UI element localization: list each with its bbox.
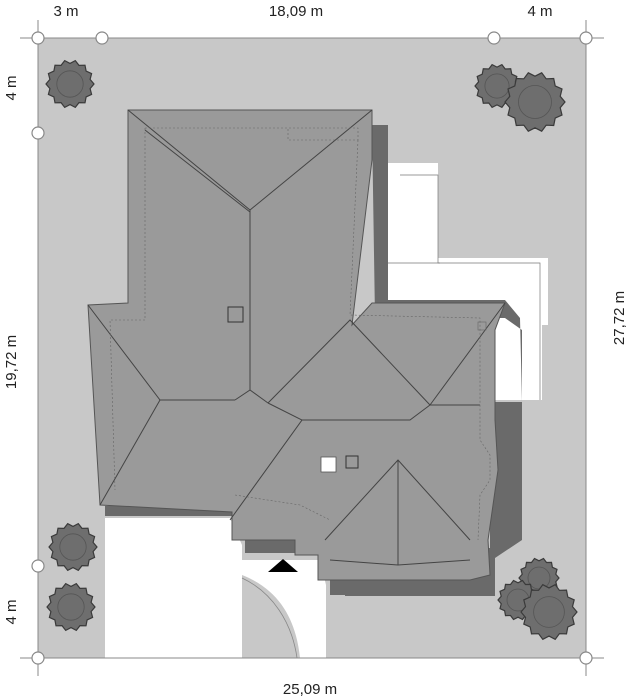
- skylight: [320, 456, 337, 473]
- dim-top-width: 18,09 m: [269, 3, 323, 20]
- chimney-2: [345, 455, 359, 469]
- roof-shadow-porch: [330, 580, 492, 595]
- roof-ridges: [87, 109, 506, 566]
- survey-point-icon: [579, 651, 593, 665]
- survey-point-icon: [31, 559, 45, 573]
- walkway: [242, 560, 326, 658]
- entrance-arrow-icon: [268, 559, 298, 572]
- survey-point-icon: [31, 31, 45, 45]
- dim-left-bottom: 4 m: [3, 599, 20, 624]
- terrace: [375, 163, 548, 400]
- survey-point-icon: [31, 126, 45, 140]
- chimney: [227, 306, 244, 323]
- dim-left-top: 4 m: [3, 75, 20, 100]
- tree-icon: [504, 72, 566, 132]
- tree-icon: [46, 582, 96, 632]
- tree-icon: [520, 583, 578, 641]
- walkway-edge: [241, 577, 298, 659]
- survey-point-icon: [579, 31, 593, 45]
- dim-top-right: 4 m: [527, 3, 552, 20]
- trees: [45, 59, 578, 641]
- tree-icon: [48, 522, 98, 572]
- roof-vent: [477, 321, 487, 331]
- roof-eaves: [109, 127, 491, 541]
- dim-bottom-width: 25,09 m: [283, 681, 337, 698]
- dim-left-height: 19,72 m: [3, 335, 20, 389]
- survey-point-icon: [95, 31, 109, 45]
- survey-points: [31, 31, 593, 665]
- survey-point-icon: [31, 651, 45, 665]
- tree-icon: [45, 59, 95, 109]
- dim-right-height: 27,72 m: [611, 291, 628, 345]
- driveway: [105, 518, 242, 658]
- dim-top-left: 3 m: [53, 3, 78, 20]
- survey-point-icon: [487, 31, 501, 45]
